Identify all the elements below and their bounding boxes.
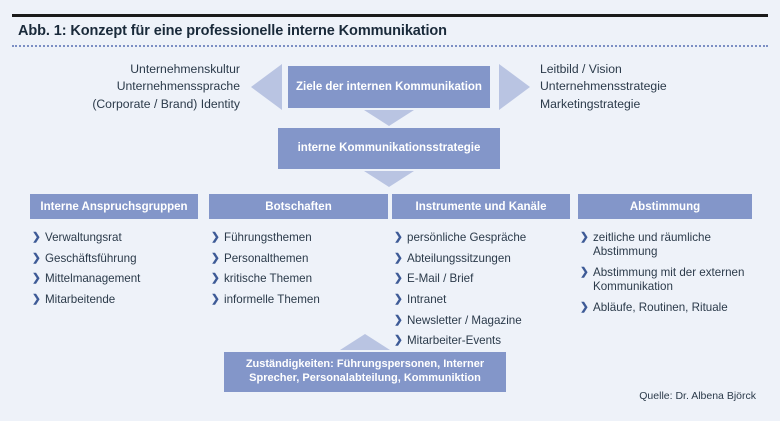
column-header-botschaften: Botschaften [209, 194, 388, 219]
arrow-right-icon [499, 64, 530, 110]
list-item-label: E-Mail / Brief [407, 272, 474, 286]
list-item: ❯ persönliche Gespräche [394, 231, 574, 245]
chevron-right-icon: ❯ [394, 251, 403, 264]
list-item: ❯ Geschäftsführung [32, 252, 207, 266]
chevron-right-icon: ❯ [211, 231, 220, 243]
list-item: ❯ Abteilungssitzungen [394, 252, 574, 266]
list-item: ❯ Verwaltungsrat [32, 231, 207, 245]
chevron-right-icon: ❯ [580, 300, 589, 313]
list-item: ❯ Mitarbeiter-Events [394, 334, 574, 348]
input-line: Unternehmenssprache [116, 79, 240, 94]
list-item-label: Mitarbeitende [45, 292, 116, 306]
column-list-interne-anspruchsgruppen: ❯ Verwaltungsrat ❯ Geschäftsführung ❯ Mittelm… [32, 231, 207, 314]
chevron-right-icon: ❯ [394, 292, 403, 305]
list-item-label: Abläufe, Routinen, Rituale [593, 300, 728, 314]
chevron-right-icon: ❯ [32, 272, 41, 285]
list-item-label: Geschäftsführung [45, 251, 137, 265]
strategy-box: interne Kommunikationsstrategie [278, 128, 500, 169]
list-item-label: Mittelmanagement [45, 272, 141, 286]
chevron-right-icon: ❯ [211, 272, 220, 285]
list-item: ❯ kritische Themen [211, 272, 386, 286]
title-top-rule [12, 14, 768, 17]
input-line: Unternehmenskultur [130, 62, 240, 76]
list-item-label: Mitarbeiter-Events [407, 334, 502, 348]
list-item: ❯ E-Mail / Brief [394, 272, 574, 286]
list-item-label: zeitliche und räumliche Abstimmung [593, 231, 711, 259]
column-header-interne-anspruchsgruppen: Interne Anspruchsgruppen [30, 194, 198, 219]
column-header-abstimmung: Abstimmung [578, 194, 752, 219]
responsibilities-box: Zuständigkeiten: Führungspersonen, Inter… [224, 352, 506, 392]
list-item: ❯ Intranet [394, 293, 574, 307]
title-dotted-rule [12, 45, 768, 47]
source-note: Quelle: Dr. Albena Björck [639, 390, 756, 402]
input-line: Unternehmensstrategie [540, 79, 667, 94]
list-item: ❯ Personalthemen [211, 252, 386, 266]
input-line: (Corporate / Brand) Identity [92, 96, 240, 111]
arrow-down-icon [364, 171, 414, 187]
chevron-right-icon: ❯ [211, 251, 220, 264]
list-item-label: Personalthemen [224, 251, 309, 265]
list-item-label: Abstimmung mit der externen Kommunikatio… [593, 265, 745, 293]
figure-title: Abb. 1: Konzept für eine professionelle … [18, 23, 447, 39]
chevron-right-icon: ❯ [394, 313, 403, 326]
input-line: Leitbild / Vision [540, 62, 622, 76]
chevron-right-icon: ❯ [394, 272, 403, 285]
list-item: ❯ Mittelmanagement [32, 272, 207, 286]
chevron-right-icon: ❯ [394, 334, 403, 347]
arrow-up-icon [340, 334, 390, 350]
input-line: Marketingstrategie [540, 96, 641, 111]
list-item: ❯ Newsletter / Magazine [394, 314, 574, 328]
list-item-label: Intranet [407, 292, 447, 306]
list-item-label: Newsletter / Magazine [407, 313, 522, 327]
column-list-abstimmung: ❯ zeitliche und räumliche Abstimmung ❯ Abst… [580, 231, 758, 321]
goals-box: Ziele der internen Kommunikation [288, 66, 490, 108]
list-item: ❯ Abläufe, Routinen, Rituale [580, 301, 758, 315]
list-item: ❯ Mitarbeitende [32, 293, 207, 307]
list-item-label: Verwaltungsrat [45, 231, 122, 244]
list-item-label: Abteilungssitzungen [407, 251, 511, 265]
arrow-down-icon [364, 110, 414, 126]
chevron-right-icon: ❯ [580, 265, 589, 278]
chevron-right-icon: ❯ [32, 231, 41, 243]
list-item: ❯ Führungsthemen [211, 231, 386, 245]
column-list-instrumente-und-kanaele: ❯ persönliche Gespräche ❯ Abteilungssitzung… [394, 231, 574, 355]
arrow-left-icon [251, 64, 282, 110]
list-item-label: persönliche Gespräche [407, 231, 527, 244]
chevron-right-icon: ❯ [32, 251, 41, 264]
list-item-label: informelle Themen [224, 292, 320, 306]
list-item-label: kritische Themen [224, 272, 313, 286]
chevron-right-icon: ❯ [211, 292, 220, 305]
chevron-right-icon: ❯ [32, 292, 41, 305]
column-header-instrumente-und-kanaele: Instrumente und Kanäle [392, 194, 570, 219]
list-item: ❯ Abstimmung mit der externen Kommunikati… [580, 266, 758, 294]
chevron-right-icon: ❯ [580, 231, 589, 243]
column-list-botschaften: ❯ Führungsthemen ❯ Personalthemen ❯ kritische… [211, 231, 386, 314]
list-item: ❯ zeitliche und räumliche Abstimmung [580, 231, 758, 259]
chevron-right-icon: ❯ [394, 231, 403, 243]
list-item-label: Führungsthemen [224, 231, 312, 244]
list-item: ❯ informelle Themen [211, 293, 386, 307]
